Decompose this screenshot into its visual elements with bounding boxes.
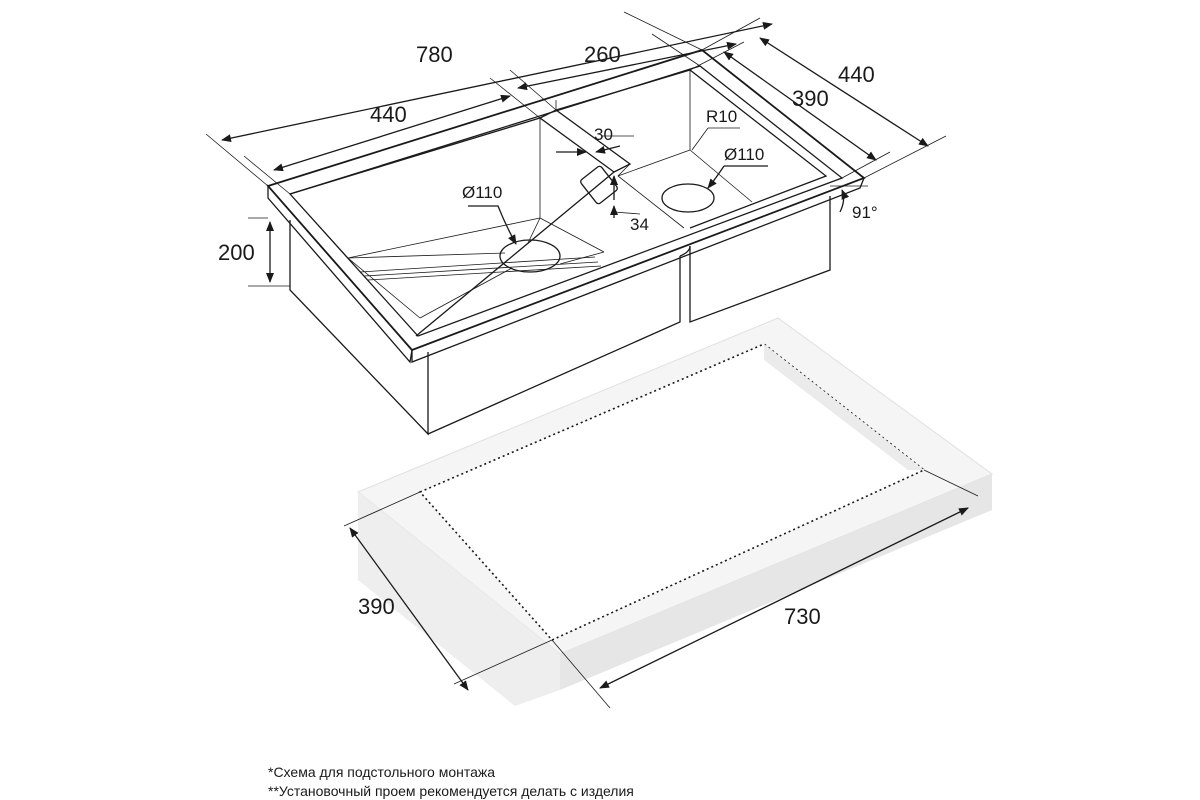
label-drain-right: Ø110 (724, 145, 764, 164)
note-installation-scheme: *Схема для подстольного монтажа (268, 764, 495, 780)
countertop-cutout (357, 317, 994, 706)
right-drain (661, 183, 715, 213)
dim-line-780 (221, 21, 773, 143)
label-780: 780 (416, 42, 453, 67)
cutout-opening (420, 344, 924, 640)
sink: 780 440 260 440 390 200 30 34 R10 Ø110 Ø… (205, 11, 979, 709)
label-30: 30 (594, 125, 613, 144)
overflow-slot (580, 165, 618, 205)
note-cutout-recommendation: **Установочный проем рекомендуется делат… (268, 783, 634, 799)
cutout-inner-wall (764, 344, 924, 470)
label-angle: 91° (852, 203, 878, 222)
label-34: 34 (630, 215, 649, 234)
label-r10: R10 (706, 107, 737, 126)
label-390-cutout: 390 (358, 594, 395, 619)
label-730: 730 (784, 604, 821, 629)
right-bowl (555, 69, 831, 323)
label-200: 200 (218, 240, 255, 265)
label-drain-left: Ø110 (462, 183, 502, 202)
label-390-top: 390 (792, 86, 829, 111)
dimension-lines (221, 21, 969, 691)
sink-rim-thickness-right (411, 177, 865, 363)
dim-line-440-left (273, 94, 511, 172)
dim-line-730 (599, 507, 969, 689)
dim-line-440-right (759, 37, 929, 147)
dim-line-390-top (723, 51, 877, 161)
dimension-labels: 780 440 260 440 390 200 30 34 R10 Ø110 Ø… (218, 42, 878, 629)
label-440-right: 440 (838, 62, 875, 87)
sink-outer-rim (266, 48, 866, 352)
left-drain (499, 239, 561, 273)
label-440-left: 440 (370, 102, 407, 127)
dim-line-390-cutout (349, 527, 469, 691)
dim-line-260 (517, 41, 737, 91)
label-260: 260 (584, 42, 621, 67)
footnotes: *Схема для подстольного монтажа **Устано… (268, 764, 634, 799)
sink-rim-thickness (267, 184, 413, 364)
